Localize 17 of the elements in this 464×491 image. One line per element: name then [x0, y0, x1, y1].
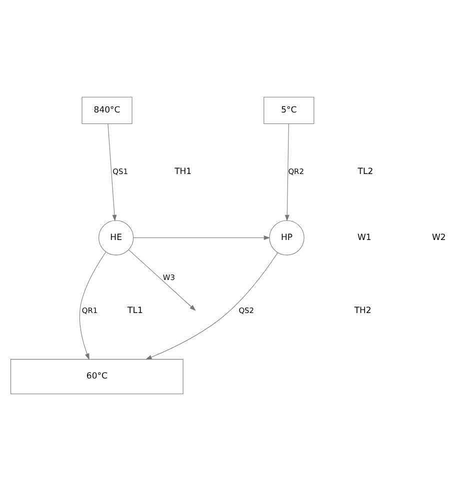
label: TH2: [354, 306, 372, 316]
label: W1: [358, 232, 372, 243]
node-box: 5°C: [264, 96, 314, 124]
arrow: [79, 252, 106, 360]
label: TH1: [174, 167, 192, 178]
arrow: [284, 124, 290, 222]
label: W2: [432, 232, 446, 243]
arrow: [128, 249, 196, 311]
label: TL2: [358, 167, 374, 178]
node-circle: HE: [98, 220, 134, 256]
arrow: [108, 124, 117, 222]
node-box: 840°C: [82, 96, 132, 124]
arrow: [145, 252, 278, 360]
arrow: [133, 236, 270, 240]
label: TL1: [128, 306, 143, 316]
node-circle: HP: [269, 220, 304, 256]
node-box: 60°C: [10, 359, 184, 394]
